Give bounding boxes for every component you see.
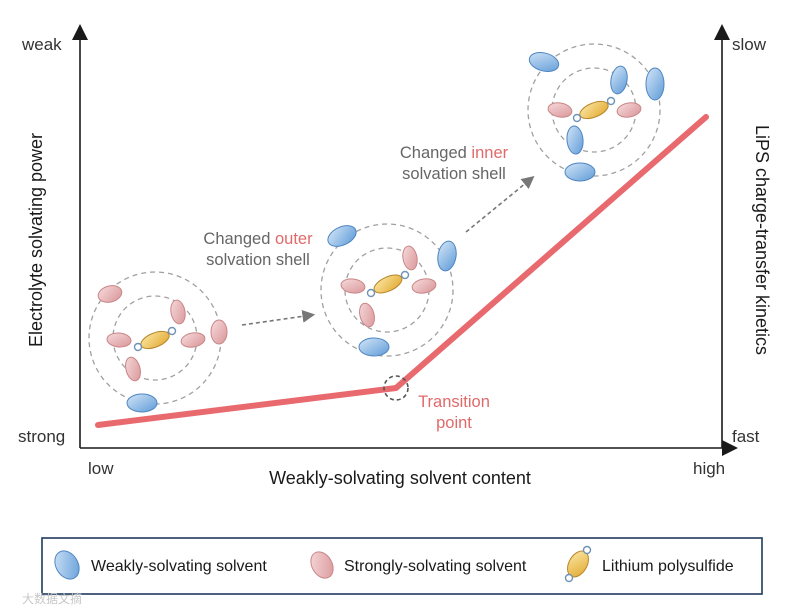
polysulfide-molecule [572, 96, 616, 123]
watermark: 大数据文摘 [22, 591, 82, 606]
weak-solvent-molecule [327, 225, 357, 247]
weak-solvent-molecule [528, 51, 560, 73]
right-axis-top-label: slow [732, 35, 767, 54]
axes [72, 24, 738, 456]
weak-solvent-molecule [564, 162, 596, 182]
x-axis-high-label: high [693, 459, 725, 478]
strong-solvent-molecule [340, 278, 366, 294]
inner-shell-note-line2: solvation shell [402, 165, 506, 183]
outer-shell-note-line2: solvation shell [206, 251, 310, 269]
solvation-cluster-initial [88, 271, 228, 413]
weak-solvent-molecule [358, 337, 390, 357]
polysulfide-icon [564, 545, 592, 583]
right-axis-title: LiPS charge-transfer kinetics [752, 125, 772, 355]
solvation-cluster-inner-changed [527, 43, 665, 182]
left-axis-top-label: weak [21, 35, 62, 54]
strong-solvent-molecule [616, 102, 642, 118]
strong-solvent-molecule [97, 285, 123, 303]
kinetics-curve [95, 114, 709, 428]
transition-label-line2: point [436, 414, 472, 432]
weak-solvent-molecule [566, 125, 584, 155]
strong-solvent-molecule [125, 356, 141, 382]
x-axis-low-label: low [88, 459, 114, 478]
weak-solvent-molecule [437, 240, 457, 272]
strong-solvent-molecule [210, 319, 228, 345]
weak-solvent-molecule [645, 67, 665, 101]
pink-ellipse-icon [310, 551, 334, 579]
dashed-arrow-1 [241, 310, 316, 326]
strong-solvent-molecule [180, 332, 206, 348]
dashed-arrow-2 [465, 175, 535, 233]
left-axis-title: Electrolyte solvating power [26, 133, 46, 347]
left-axis-bottom-label: strong [18, 427, 65, 446]
legend-label-polysulfide: Lithium polysulfide [602, 558, 734, 575]
legend-label-strong-solvent: Strongly-solvating solvent [344, 558, 527, 575]
legend: Weakly-solvating solvent Strongly-solvat… [41, 537, 763, 595]
strong-solvent-molecule [359, 302, 375, 328]
inner-shell-note-line1: Changed inner [400, 144, 509, 162]
legend-label-weak-solvent: Weakly-solvating solvent [91, 558, 267, 575]
strong-solvent-molecule [402, 245, 418, 271]
strong-solvent-molecule [547, 102, 573, 118]
x-axis-title: Weakly-solvating solvent content [269, 468, 531, 488]
weak-solvent-molecule [126, 393, 158, 413]
strong-solvent-molecule [411, 278, 437, 294]
solvation-cluster-outer-changed [320, 223, 457, 357]
right-axis-bottom-label: fast [732, 427, 760, 446]
strong-solvent-molecule [170, 299, 186, 325]
outer-shell-note-line1: Changed outer [203, 230, 313, 248]
weak-solvent-molecule [610, 65, 628, 95]
transition-label-line1: Transition [418, 393, 490, 411]
blue-ellipse-icon [54, 550, 80, 580]
polysulfide-molecule [366, 270, 410, 298]
legend-box [41, 537, 763, 595]
polysulfide-molecule [133, 326, 177, 352]
strong-solvent-molecule [106, 332, 132, 348]
transition-point-marker [383, 375, 409, 401]
